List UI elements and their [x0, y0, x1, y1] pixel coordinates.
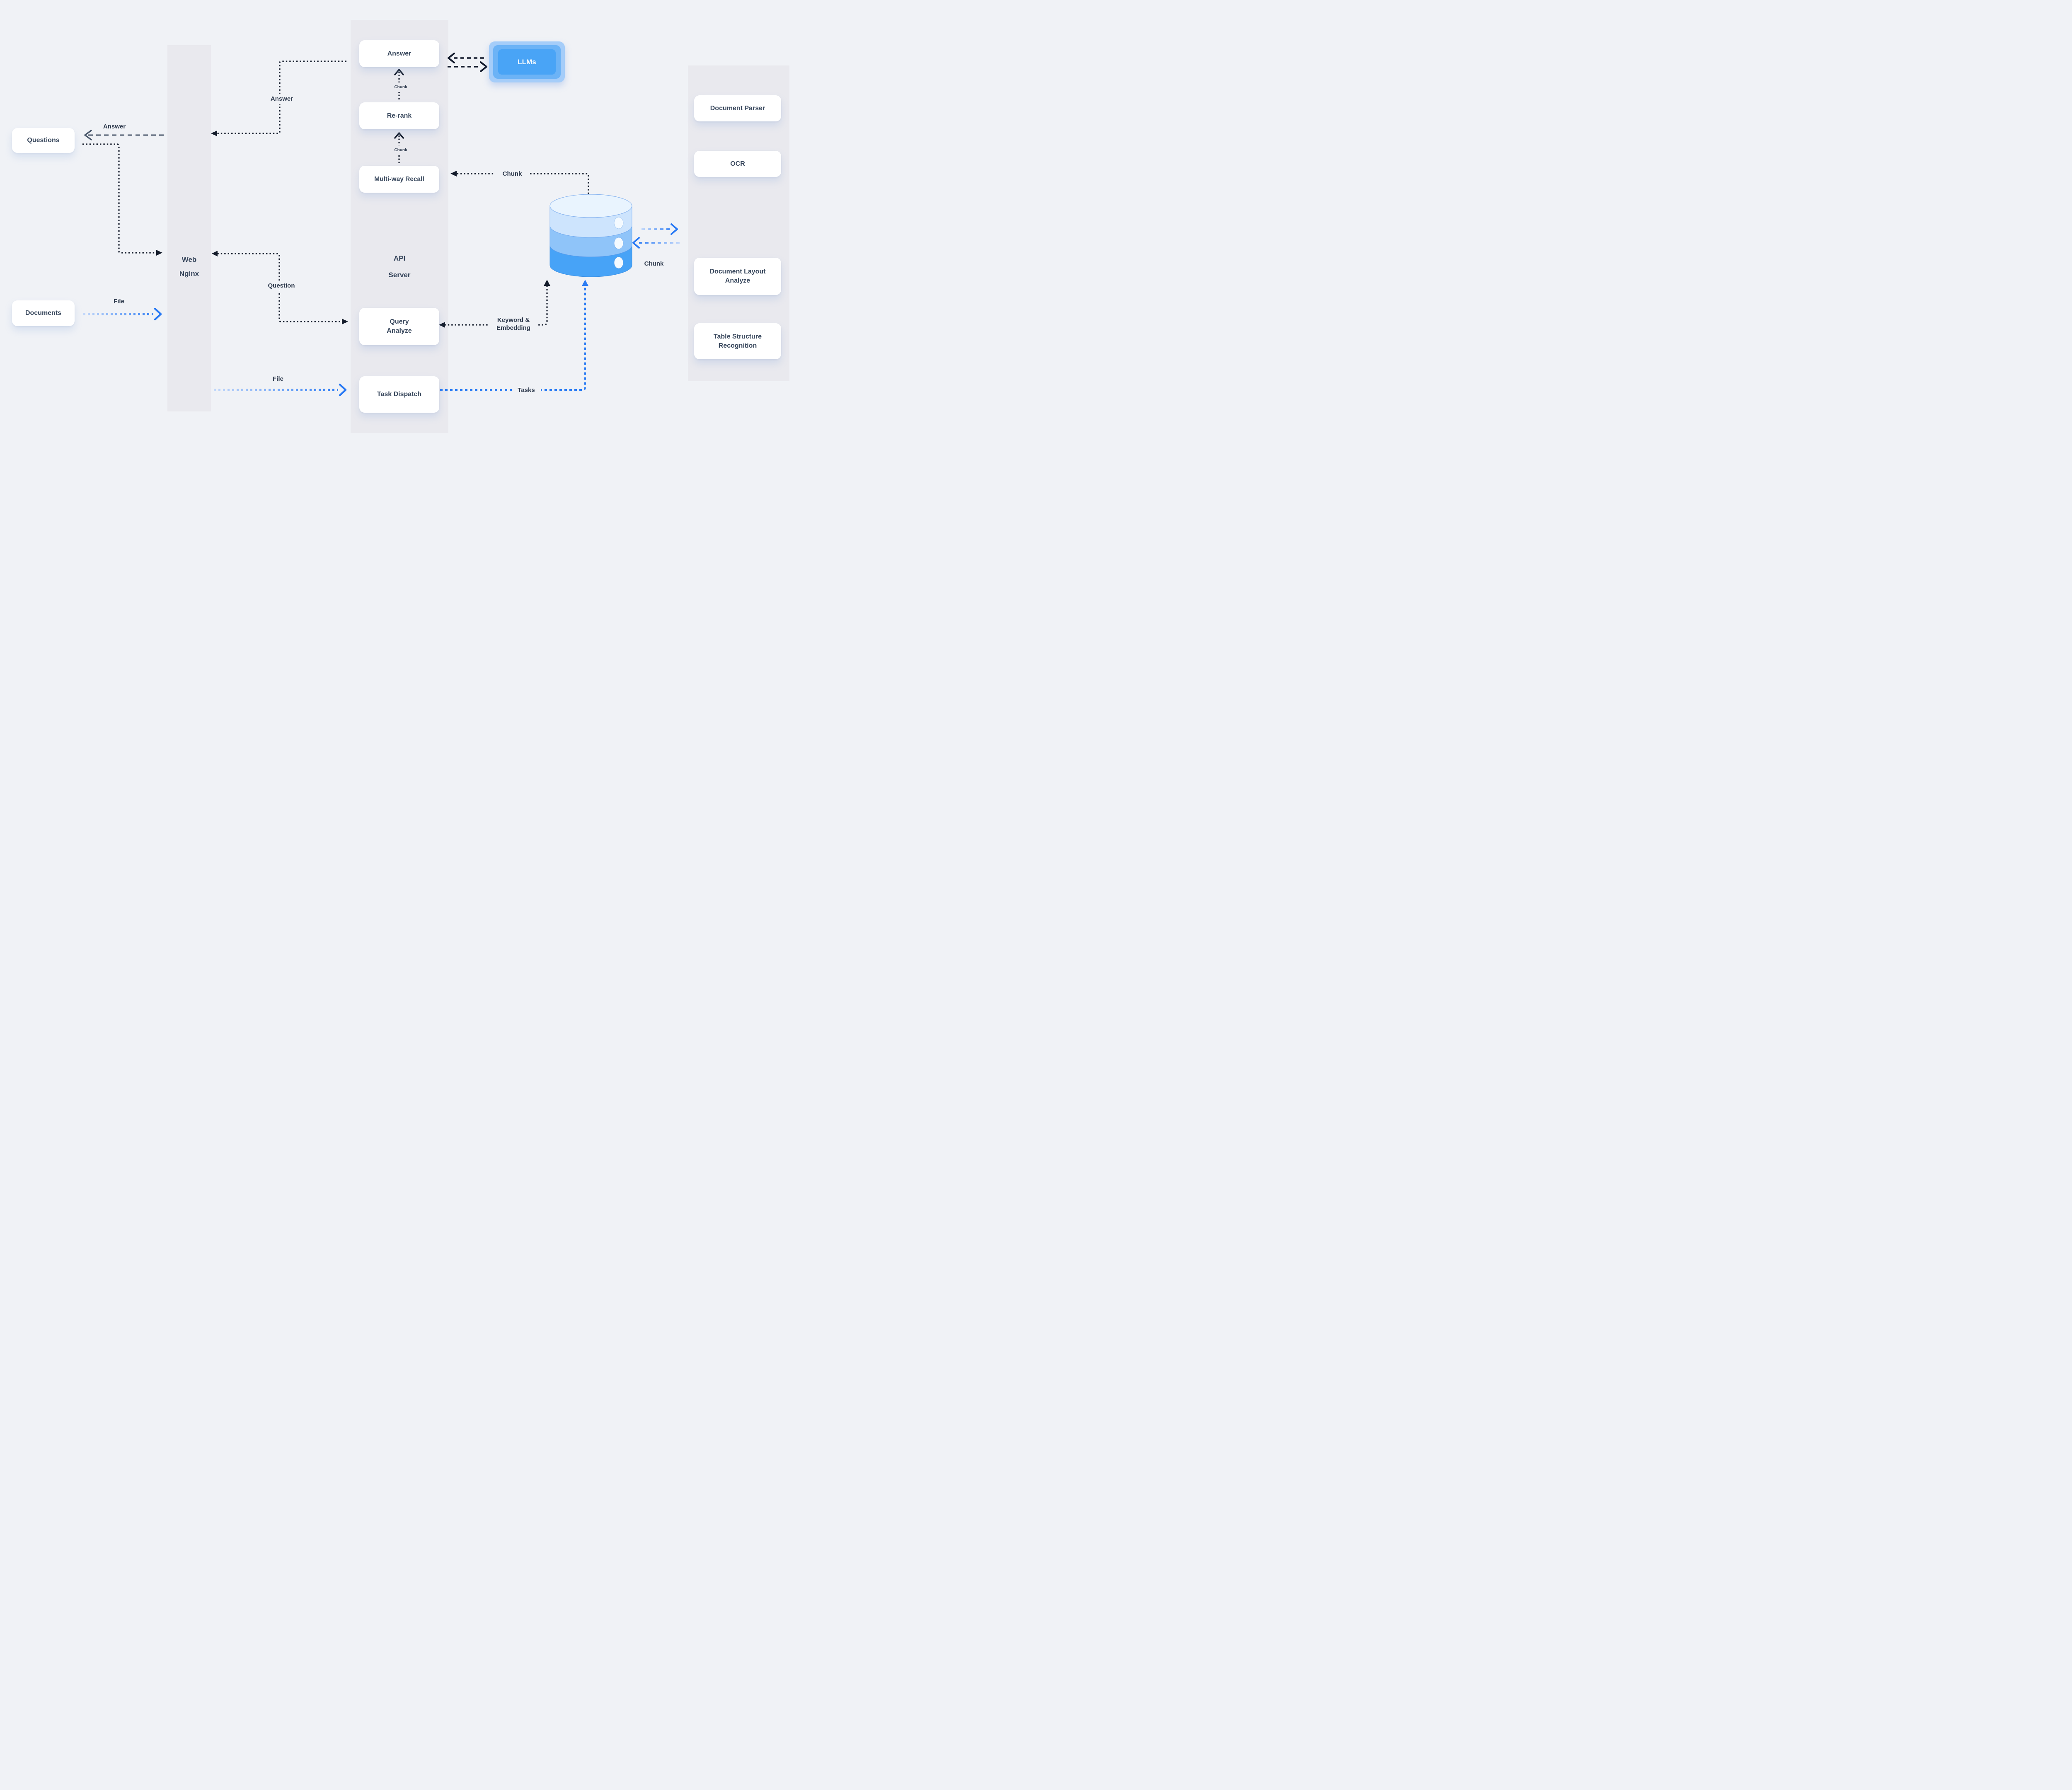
- edge-questions-to-nginx: [82, 143, 162, 256]
- label-answer-api: Answer: [264, 94, 300, 104]
- label-question: Question: [261, 281, 302, 291]
- api-server-label-line1: API: [393, 254, 406, 262]
- node-table-structure-recognition: Table Structure Recognition: [694, 323, 781, 359]
- edge-file-nginx-to-dispatch: [214, 383, 347, 397]
- node-ocr-label: OCR: [730, 160, 745, 167]
- node-questions: Questions: [12, 128, 75, 153]
- node-llms-label: LLMs: [518, 58, 536, 66]
- label-chunk-db-recall: Chunk: [495, 169, 529, 179]
- connector-layer: [82, 53, 680, 397]
- api-server-label-line2: Server: [388, 271, 411, 279]
- web-nginx-column: Web Nginx: [167, 45, 211, 411]
- node-task-dispatch-label: Task Dispatch: [377, 391, 422, 398]
- edge-chunk-db-to-executor: [632, 223, 680, 249]
- node-rerank: Re-rank: [359, 102, 439, 129]
- web-nginx-label: Web Nginx: [167, 253, 211, 281]
- node-multiway-recall: Multi-way Recall: [359, 166, 439, 193]
- node-answer-label: Answer: [387, 50, 411, 57]
- node-documents-label: Documents: [25, 310, 62, 317]
- label-chunk-db-executor: Chunk: [644, 260, 664, 267]
- llms-inner-layer: LLMs: [498, 49, 556, 75]
- node-document-parser-label: Document Parser: [710, 104, 765, 112]
- node-document-parser: Document Parser: [694, 95, 781, 121]
- api-server-label: API Server: [351, 250, 448, 283]
- web-nginx-label-line1: Web: [182, 256, 197, 264]
- edge-file-documents-to-nginx: [83, 307, 162, 321]
- edge-answer-to-llms: [448, 61, 487, 72]
- node-answer: Answer: [359, 40, 439, 67]
- node-document-layout-analyze: Document Layout Analyze: [694, 258, 781, 295]
- label-keyword-embedding: Keyword & Embedding: [489, 315, 538, 333]
- label-tasks: Tasks: [512, 385, 541, 395]
- node-llms: LLMs: [489, 41, 565, 82]
- edge-chunk-db-to-recall: [450, 171, 589, 194]
- web-nginx-label-line2: Nginx: [179, 270, 199, 278]
- node-query-analyze: Query Analyze: [359, 308, 439, 345]
- diagram-canvas: Web Nginx API Server Task Executor: [0, 0, 796, 448]
- database-icon: [549, 194, 632, 277]
- node-rerank-label: Re-rank: [387, 112, 412, 119]
- api-server-column: API Server: [351, 20, 448, 433]
- node-table-structure-recognition-label: Table Structure Recognition: [713, 333, 762, 349]
- node-questions-label: Questions: [27, 137, 60, 144]
- edge-tasks: [440, 280, 588, 391]
- node-document-layout-analyze-label: Document Layout Analyze: [709, 268, 766, 284]
- label-file-documents: File: [114, 298, 124, 305]
- edge-llms-to-answer: [448, 53, 484, 63]
- node-query-analyze-label: Query Analyze: [387, 318, 412, 334]
- label-chunk-rerank-answer: Chunk: [390, 82, 411, 92]
- llms-mid-layer: LLMs: [493, 45, 561, 79]
- node-multiway-recall-label: Multi-way Recall: [374, 175, 424, 183]
- node-documents: Documents: [12, 300, 75, 326]
- label-chunk-recall-rerank: Chunk: [390, 145, 411, 155]
- label-file-nginx: File: [273, 375, 283, 382]
- node-ocr: OCR: [694, 151, 781, 177]
- edge-answer-to-questions: [84, 130, 164, 140]
- node-task-dispatch: Task Dispatch: [359, 376, 439, 413]
- label-answer-to-questions: Answer: [103, 123, 126, 130]
- edge-keyword-embedding: [439, 280, 550, 328]
